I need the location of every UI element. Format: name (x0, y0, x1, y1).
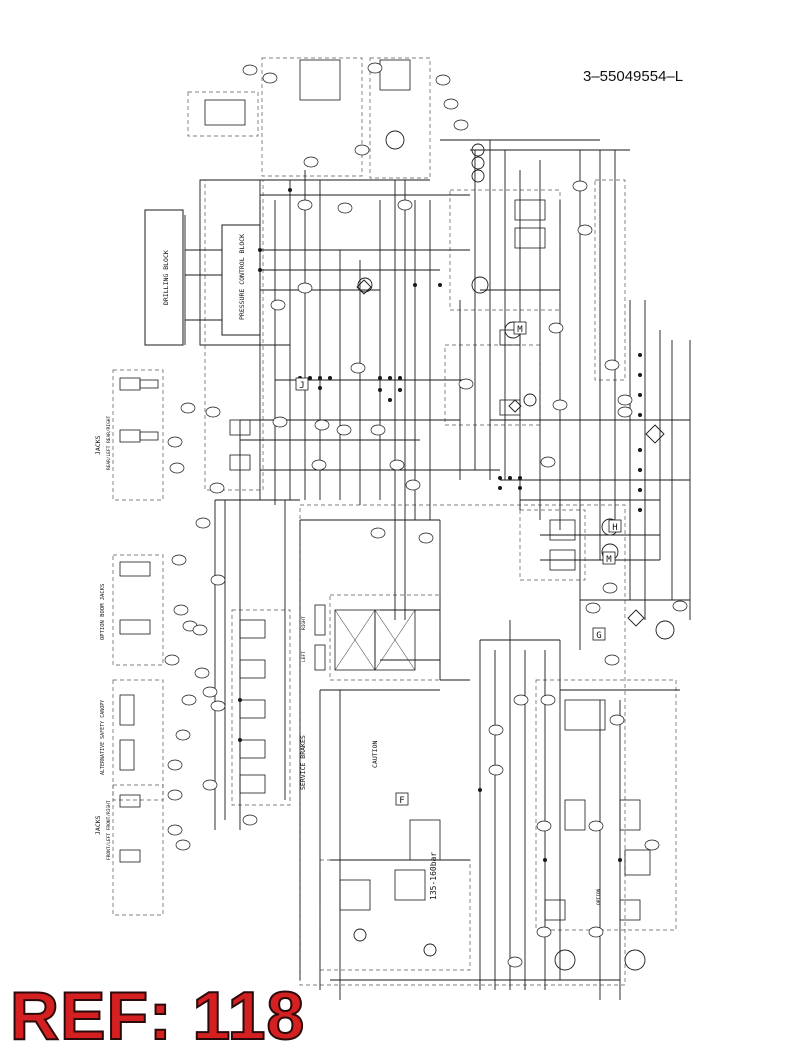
marker-letter: F (399, 796, 404, 806)
pressure-label: 135-160bar (429, 852, 438, 900)
lower-frame (299, 504, 626, 986)
document-code: 3–55049554–L (583, 68, 684, 85)
valve-stack-mid (231, 609, 291, 806)
service-brakes-label: SERVICE BRAKES (299, 735, 307, 790)
marker-letter: G (596, 631, 601, 641)
marker-letter: J (299, 381, 304, 391)
option-box-top-left (187, 91, 259, 137)
option-label: OPTION (596, 888, 602, 905)
marker-letter: M (517, 325, 523, 335)
marker-letter: M (606, 555, 612, 565)
boom-jacks-label: OPTION BOOM JACKS (100, 584, 106, 640)
jacks-rear-label: JACKS (94, 435, 102, 455)
jacks-rear-sub-label: REAR/LEFT REAR/RIGHT (106, 416, 112, 470)
jacks-front-sub-label: FRONT/LEFT FRONT/RIGHT (106, 800, 112, 860)
valve-box-top (261, 57, 363, 177)
valve-box-top-right (369, 57, 431, 179)
jacks-front-label: JACKS (94, 815, 102, 835)
right-label: RIGHT (301, 616, 307, 630)
pressure-control-block-label: PRESSURE CONTROL BLOCK (238, 234, 246, 320)
reference-balloons (164, 62, 688, 968)
drilling-block-label: DRILLING BLOCK (162, 250, 170, 305)
safety-canopy-label: ALTERNATIVE SAFETY CANOPY (100, 700, 106, 775)
reference-label: REF: 118 (9, 978, 306, 1054)
drilling-block-frame (144, 209, 184, 346)
left-label: LEFT (301, 651, 307, 662)
caution-label: CAUTION (371, 741, 379, 768)
marker-letter: H (612, 523, 617, 533)
